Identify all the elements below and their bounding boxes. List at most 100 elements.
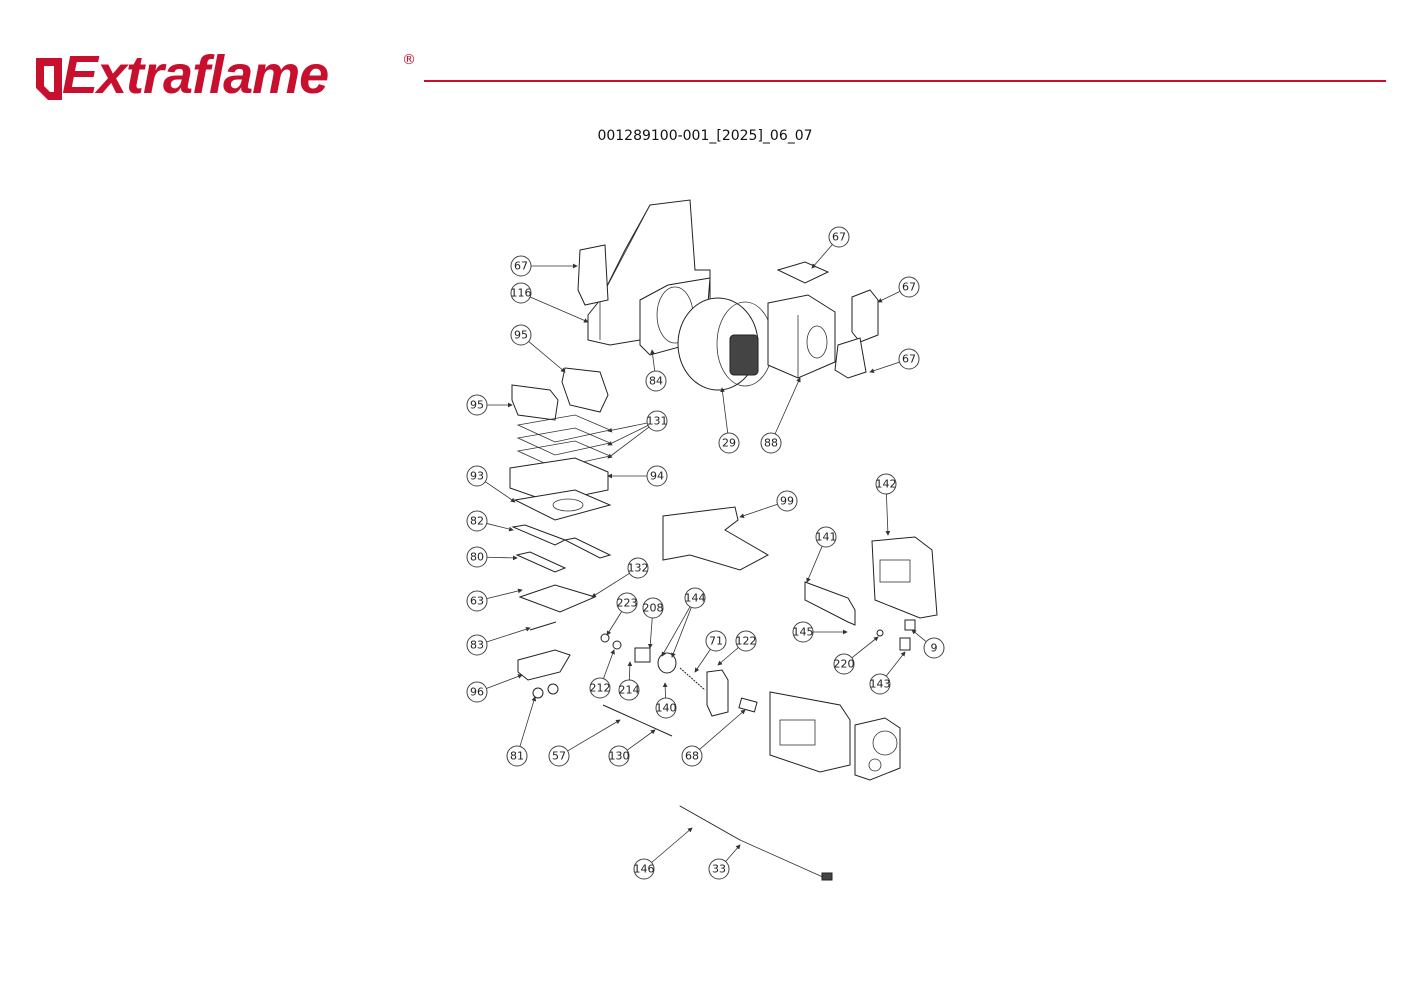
callout-141: 141 xyxy=(815,526,837,548)
callout-93: 93 xyxy=(466,465,488,487)
callout-57: 57 xyxy=(548,745,570,767)
callout-circle xyxy=(646,465,668,487)
callout-number: 57 xyxy=(552,750,566,763)
callout-94: 94 xyxy=(646,465,668,487)
callout-number: 214 xyxy=(619,684,640,697)
leader-line xyxy=(885,651,906,677)
part-bracket-141 xyxy=(804,581,856,626)
callout-number: 131 xyxy=(647,415,668,428)
callout-number: 33 xyxy=(712,863,726,876)
document-id: 001289100-001_[2025]_06_07 xyxy=(597,128,813,144)
leader-line xyxy=(811,244,833,269)
part-nut xyxy=(547,683,559,695)
callout-132: 132 xyxy=(627,557,649,579)
part-bracket xyxy=(517,649,571,681)
callout-circle xyxy=(466,546,488,568)
callout-circle xyxy=(718,432,740,454)
part-motor-box xyxy=(769,691,851,773)
callout-number: 208 xyxy=(643,602,664,615)
callout-circle xyxy=(510,324,532,346)
part-shaft xyxy=(602,704,673,737)
leader-line xyxy=(486,523,514,532)
callout-67: 67 xyxy=(828,226,850,248)
callout-circle xyxy=(792,621,814,643)
part-screw-223 xyxy=(600,633,610,643)
callout-number: 82 xyxy=(470,515,484,528)
callout-223: 223 xyxy=(616,592,638,614)
part-plate xyxy=(776,261,830,284)
callout-circle xyxy=(645,370,667,392)
leader-line xyxy=(671,607,692,658)
brand-name: Extraflame xyxy=(62,45,329,105)
callout-29: 29 xyxy=(718,432,740,454)
callout-68: 68 xyxy=(681,745,703,767)
callout-208: 208 xyxy=(642,597,664,619)
callout-circle xyxy=(735,630,757,652)
part-cover xyxy=(511,384,559,421)
leader-line xyxy=(717,647,739,666)
callout-number: 130 xyxy=(609,750,630,763)
part-switch-9 xyxy=(904,619,916,631)
callout-number: 144 xyxy=(685,592,706,605)
callout-220: 220 xyxy=(833,653,855,675)
leader-line xyxy=(662,682,668,699)
leader-line xyxy=(486,555,518,561)
callout-circle xyxy=(548,745,570,767)
callout-number: 67 xyxy=(902,281,916,294)
callout-circle xyxy=(760,432,782,454)
callout-131: 131 xyxy=(646,410,668,432)
callout-number: 122 xyxy=(736,635,757,648)
callout-67: 67 xyxy=(898,348,920,370)
callout-circle xyxy=(923,637,945,659)
part-plate-132 xyxy=(518,584,597,613)
leader-line xyxy=(739,503,778,518)
callout-circle xyxy=(684,587,706,609)
flame-mark-icon xyxy=(36,58,62,100)
callout-circle xyxy=(705,630,727,652)
callout-number: 99 xyxy=(780,495,794,508)
callout-67: 67 xyxy=(510,255,532,277)
part-cover xyxy=(561,367,609,413)
part-nut xyxy=(532,687,544,699)
callout-circle xyxy=(510,282,532,304)
callout-number: 67 xyxy=(832,231,846,244)
callout-95: 95 xyxy=(466,394,488,416)
part-housing xyxy=(871,536,938,619)
leader-line xyxy=(567,719,621,752)
callout-71: 71 xyxy=(705,630,727,652)
callout-143: 143 xyxy=(869,673,891,695)
part-washer-220 xyxy=(876,629,884,637)
leader-line xyxy=(626,729,656,751)
parts-drawing xyxy=(509,199,938,881)
leader-line xyxy=(651,827,693,863)
callout-number: 95 xyxy=(514,329,528,342)
callout-number: 88 xyxy=(764,437,778,450)
leader-line xyxy=(627,661,633,681)
callout-9: 9 xyxy=(923,637,945,659)
callout-number: 68 xyxy=(685,750,699,763)
part-base-plate xyxy=(513,489,612,521)
callout-144: 144 xyxy=(684,587,706,609)
callout-number: 63 xyxy=(470,595,484,608)
part-clip-143 xyxy=(899,637,911,651)
callout-81: 81 xyxy=(506,745,528,767)
leader-lines xyxy=(485,244,927,863)
leader-line xyxy=(530,296,589,323)
callout-number: 95 xyxy=(470,399,484,412)
leader-line xyxy=(607,425,649,446)
leader-line xyxy=(647,617,653,649)
callout-number: 140 xyxy=(656,702,677,715)
callout-circle xyxy=(898,276,920,298)
leader-line xyxy=(851,636,879,659)
part-tray xyxy=(509,457,609,503)
part-igniter-cable xyxy=(739,839,826,879)
header-rule xyxy=(424,80,1386,82)
leader-line xyxy=(607,422,648,433)
extraflame-logo xyxy=(34,50,424,110)
callout-circle xyxy=(655,697,677,719)
callout-88: 88 xyxy=(760,432,782,454)
callout-circle xyxy=(869,673,891,695)
callout-circle xyxy=(776,490,798,512)
callout-number: 132 xyxy=(628,562,649,575)
